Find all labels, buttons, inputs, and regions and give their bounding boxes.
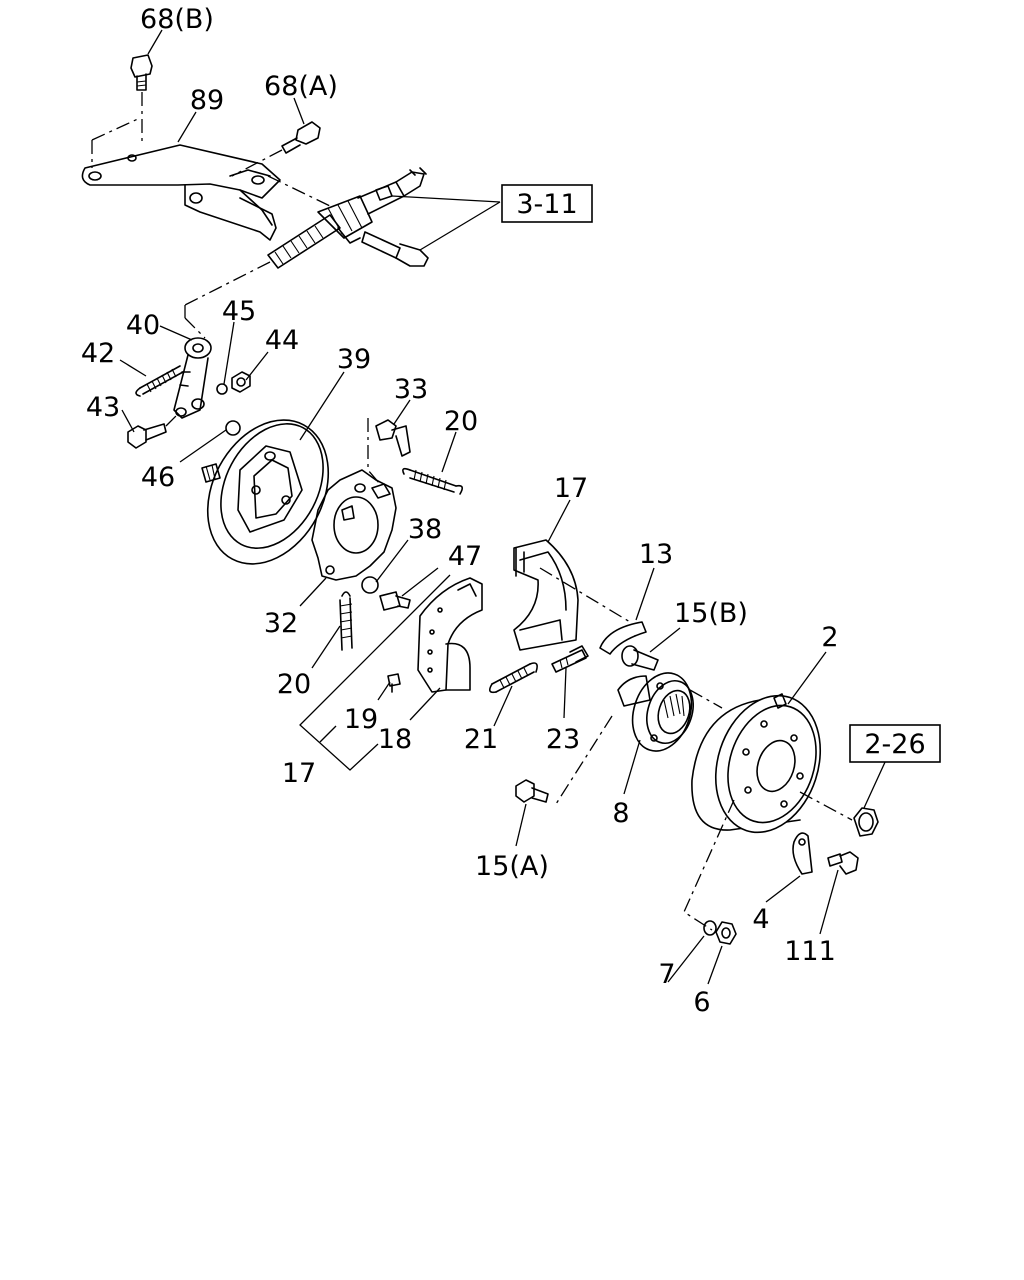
hub-8 bbox=[617, 672, 694, 752]
callout-15a: 15(A) bbox=[475, 851, 549, 882]
ref-label-hub-nut: 2-26 bbox=[864, 729, 925, 760]
brake-shoe-18 bbox=[417, 577, 483, 693]
spring-20-lower bbox=[339, 591, 353, 651]
callout-labels: 68(B) 89 68(A) 40 45 42 44 43 46 39 33 2… bbox=[81, 4, 839, 1018]
anchor-plate-32 bbox=[311, 469, 397, 581]
retainer-13 bbox=[599, 621, 647, 655]
brake-drum-2 bbox=[691, 693, 822, 834]
pin-33 bbox=[375, 419, 411, 457]
bracket-89 bbox=[81, 144, 281, 241]
ref-label-cable: 3-11 bbox=[516, 189, 577, 220]
callout-23: 23 bbox=[546, 724, 580, 755]
bolt-38 bbox=[361, 576, 411, 611]
callout-47: 47 bbox=[448, 541, 482, 572]
spring-20-upper bbox=[402, 467, 464, 495]
callout-33: 33 bbox=[394, 374, 428, 405]
leader-33-pin bbox=[367, 418, 381, 485]
callout-43: 43 bbox=[86, 392, 120, 423]
leader-cable-end bbox=[267, 175, 331, 207]
cable-bolt bbox=[361, 231, 429, 267]
callout-39: 39 bbox=[337, 344, 371, 375]
callout-18: 18 bbox=[378, 724, 412, 755]
callout-13: 13 bbox=[639, 539, 673, 570]
callout-6: 6 bbox=[693, 987, 710, 1018]
callout-17-lower: 17 bbox=[282, 758, 316, 789]
callout-111: 111 bbox=[784, 936, 836, 967]
washer-7 bbox=[703, 920, 717, 936]
nut-6 bbox=[715, 921, 737, 945]
leader-89-hole bbox=[91, 117, 141, 141]
spring-42 bbox=[135, 365, 184, 397]
leader-lever-right bbox=[184, 317, 206, 339]
ref-box-cable[interactable]: 3-11 bbox=[501, 184, 593, 223]
callout-89: 89 bbox=[190, 85, 224, 116]
callout-20-upper: 20 bbox=[444, 406, 478, 437]
callout-68a: 68(A) bbox=[264, 71, 338, 102]
callout-21: 21 bbox=[464, 724, 498, 755]
washer-45 bbox=[216, 383, 228, 395]
callout-20-lower: 20 bbox=[277, 669, 311, 700]
clip-4 bbox=[792, 832, 813, 875]
washer-46 bbox=[225, 420, 241, 436]
callout-38: 38 bbox=[408, 514, 442, 545]
hub-nut bbox=[853, 807, 879, 837]
brake-shoe-17 bbox=[513, 539, 579, 651]
bolt-15b bbox=[621, 645, 659, 671]
leader-43-bolt bbox=[165, 413, 179, 427]
bolt-43 bbox=[127, 423, 167, 449]
callout-15b: 15(B) bbox=[674, 598, 748, 629]
callout-45: 45 bbox=[222, 296, 256, 327]
callout-32: 32 bbox=[264, 608, 298, 639]
callout-40: 40 bbox=[126, 310, 160, 341]
callout-17-upper: 17 bbox=[554, 473, 588, 504]
lever-40 bbox=[173, 337, 212, 419]
leader-hub-bolt15a bbox=[555, 715, 613, 805]
nut-44 bbox=[231, 371, 251, 393]
callout-42: 42 bbox=[81, 338, 115, 369]
leader-hub-drum bbox=[689, 689, 723, 709]
leader-drum-nut bbox=[799, 791, 853, 821]
leader-68a-bolt bbox=[231, 149, 283, 177]
callout-68b: 68(B) bbox=[140, 4, 214, 35]
bolt-68b bbox=[130, 54, 153, 91]
bolt-15a bbox=[515, 779, 549, 803]
callout-4: 4 bbox=[752, 904, 769, 935]
callout-2: 2 bbox=[821, 622, 838, 653]
bolt-68a bbox=[281, 121, 321, 154]
adjuster-23 bbox=[551, 645, 589, 673]
callout-8: 8 bbox=[612, 798, 629, 829]
leader-lines bbox=[119, 29, 887, 985]
leader-17-13 bbox=[539, 567, 631, 623]
bolt-111 bbox=[827, 851, 859, 875]
leader-drum-washer bbox=[683, 799, 735, 931]
callout-19: 19 bbox=[344, 704, 378, 735]
callout-46: 46 bbox=[141, 462, 175, 493]
callout-44: 44 bbox=[265, 325, 299, 356]
ref-box-hub-nut[interactable]: 2-26 bbox=[849, 724, 941, 763]
leader-cable-lever bbox=[184, 261, 271, 306]
spring-21 bbox=[488, 662, 538, 694]
cable-assembly bbox=[267, 167, 427, 269]
callout-7: 7 bbox=[658, 959, 675, 990]
